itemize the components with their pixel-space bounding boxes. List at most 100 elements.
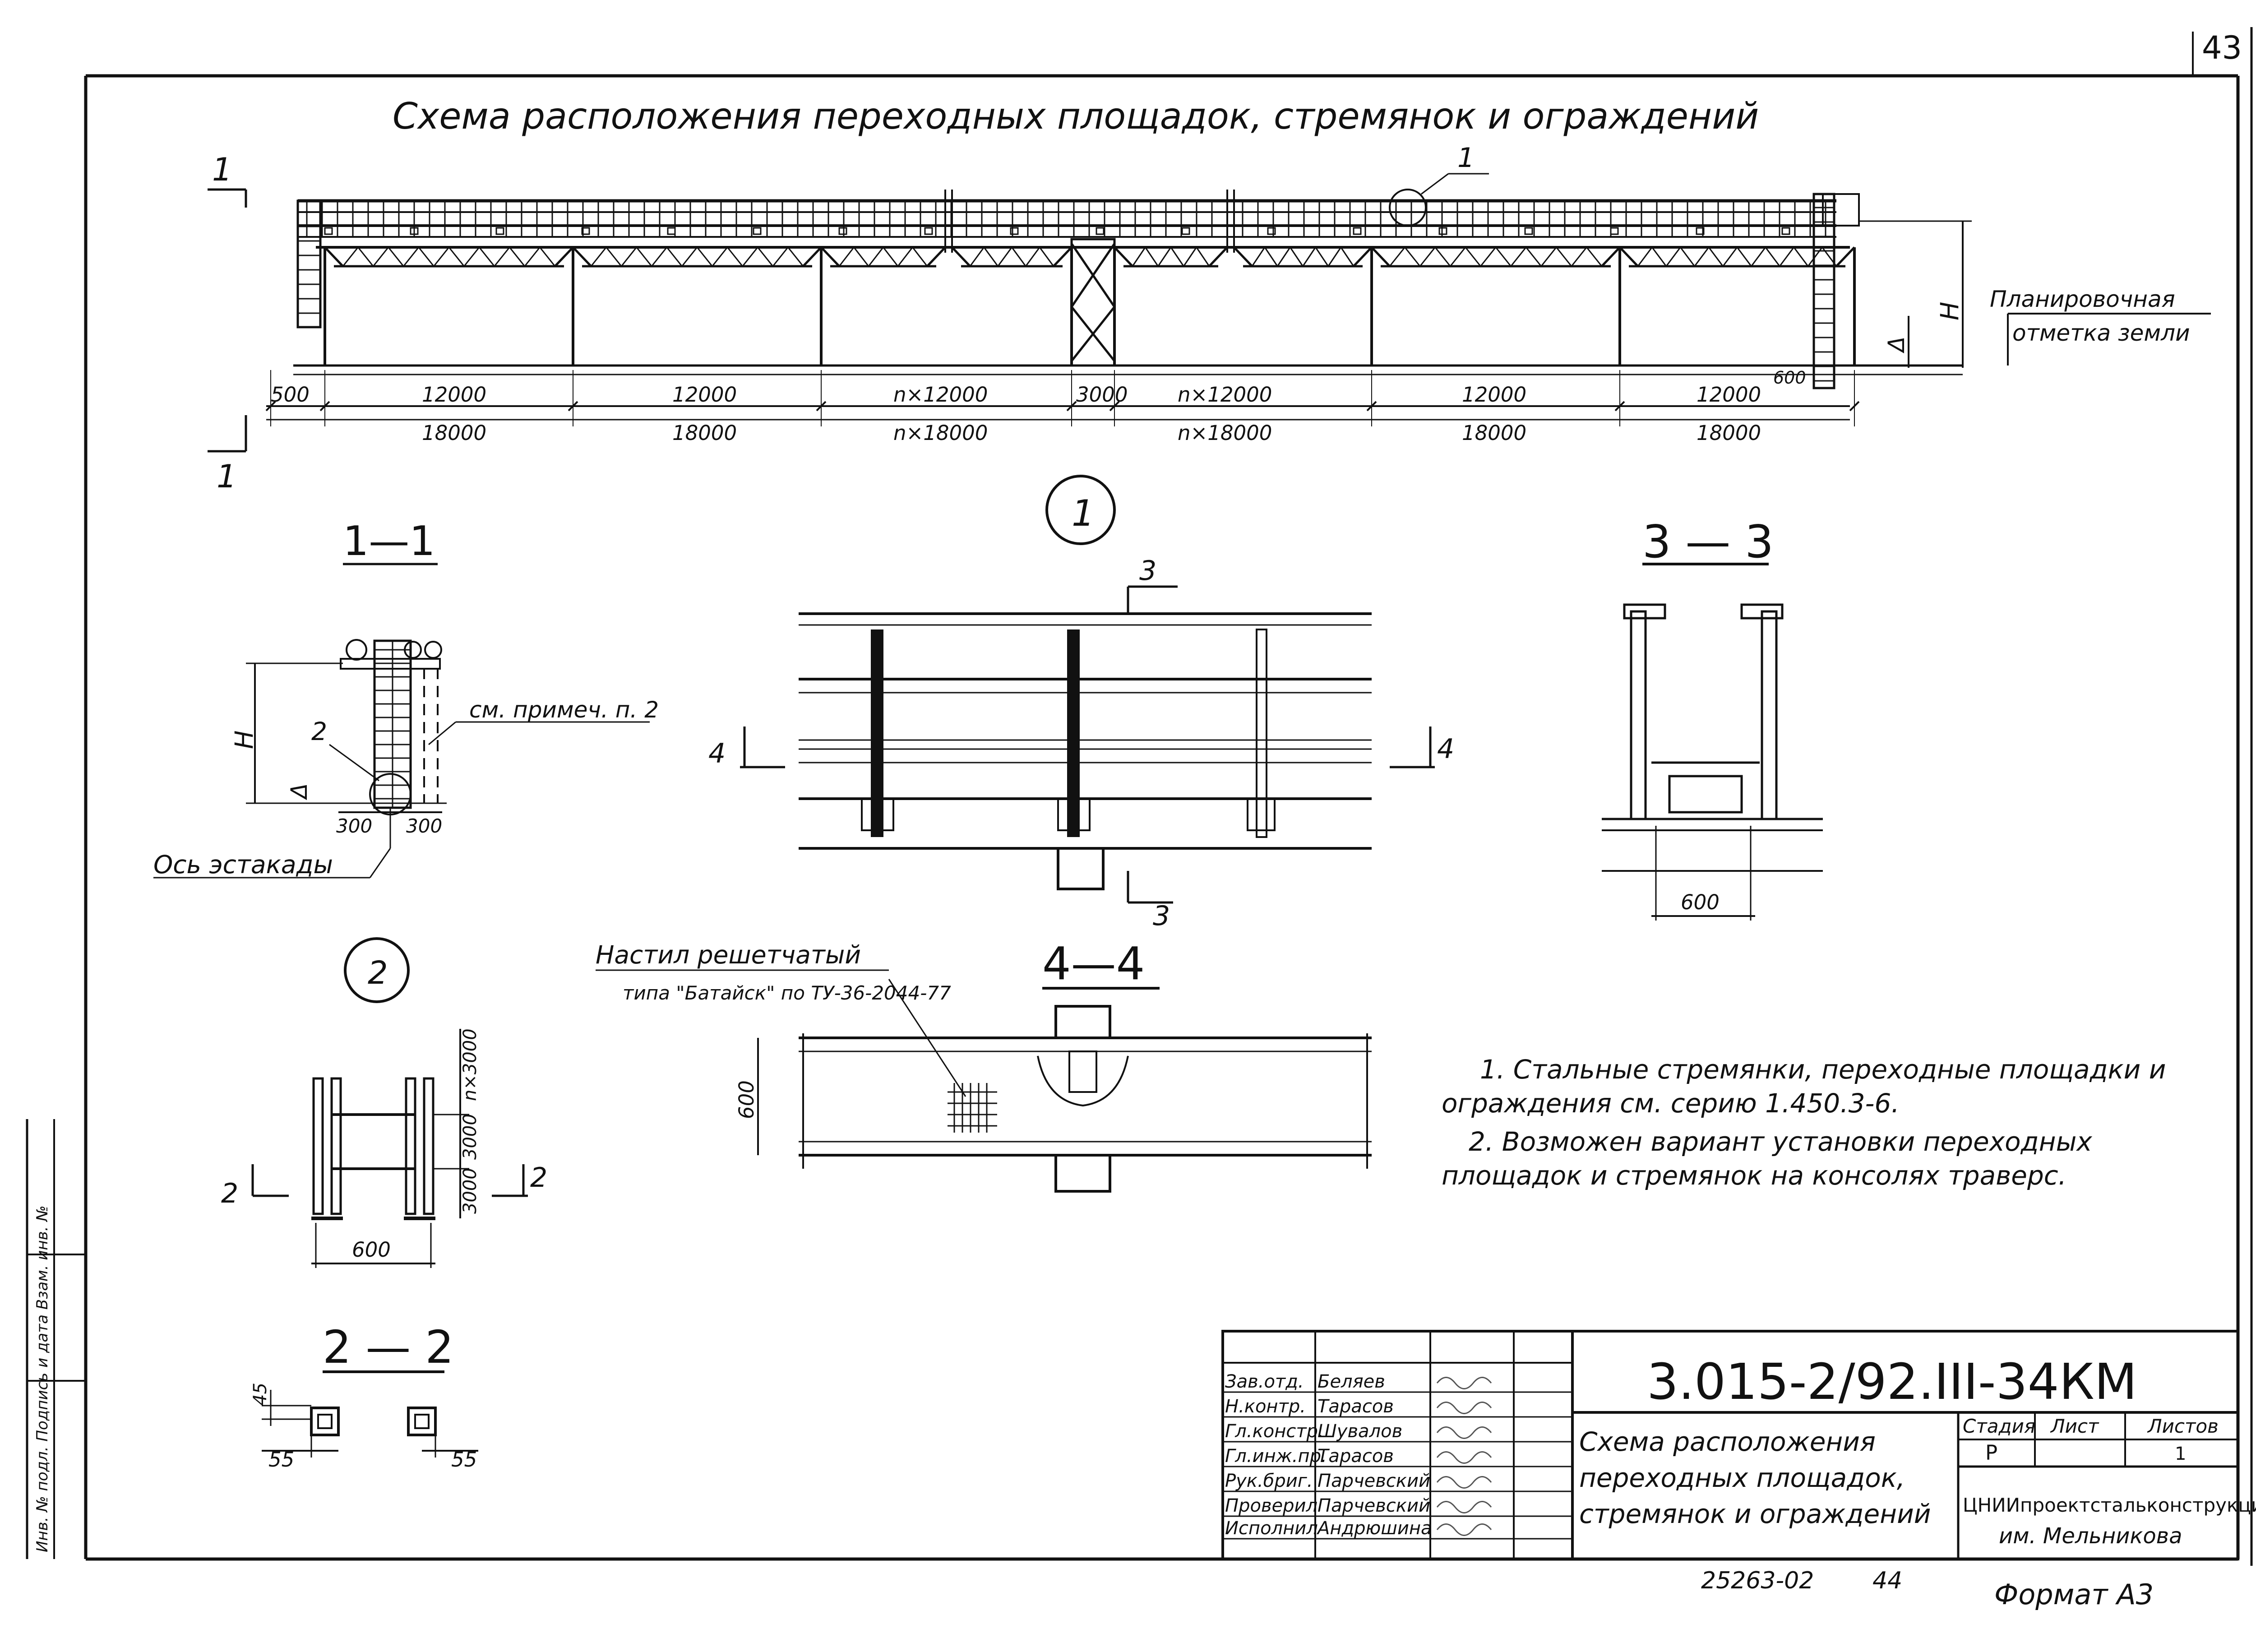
deck-bracket — [1096, 227, 1105, 235]
corner-number: 43 — [2202, 29, 2242, 66]
truss-web — [418, 247, 435, 267]
truss-web — [1327, 247, 1342, 267]
dim-bottom-label: 18000 — [422, 421, 486, 445]
truss-web — [1586, 247, 1603, 267]
detail-1-post-1 — [871, 629, 883, 837]
note-2-line-2: площадок и стремянок на консолях траверс… — [1442, 1160, 2066, 1191]
dim-600: 600 — [1773, 368, 1806, 388]
deck-bracket — [753, 227, 762, 235]
section-1-1-title: 1—1 — [343, 518, 435, 565]
truss-web — [1540, 247, 1557, 267]
truss-web — [969, 247, 985, 267]
truss-web — [1434, 247, 1451, 267]
truss-web — [620, 247, 637, 267]
section-1-marker-bottom: 1 — [217, 458, 237, 495]
truss-web — [1779, 247, 1794, 267]
truss-web — [1404, 247, 1421, 267]
role-label: Гл.инж.пр. — [1225, 1446, 1327, 1467]
detail-1-label: 1 — [1072, 492, 1095, 534]
format-label: Формат А3 — [1994, 1578, 2154, 1611]
truss-web — [1183, 247, 1197, 267]
detail-1: 1 3 3 4 4 — [708, 475, 1454, 932]
stage-value: Р — [1985, 1441, 1997, 1465]
sheets-header: Листов — [2147, 1415, 2219, 1437]
h-label: H — [1935, 302, 1964, 320]
deck-bracket — [1438, 227, 1447, 235]
role-name: Парчевский — [1318, 1471, 1430, 1491]
dim-top-label: 12000 — [672, 383, 737, 407]
detail-1-post-3 — [1256, 629, 1267, 838]
dim-300-left: 300 — [336, 815, 372, 837]
handrail-posts — [306, 201, 1826, 237]
section-4-4-dim: 600 — [735, 1080, 758, 1119]
truss-web — [478, 247, 495, 267]
truss-web — [1419, 247, 1436, 267]
truss-web — [1751, 247, 1766, 267]
signature — [1436, 1523, 1492, 1536]
truss-web — [757, 247, 774, 267]
section-4-4-title: 4—4 — [1042, 937, 1145, 990]
section-3-3: 3 — 3 600 — [1602, 515, 1823, 921]
ground-label-1: Планировочная — [1990, 286, 2175, 312]
truss-web — [1302, 247, 1316, 267]
dim-bottom-label: 18000 — [672, 421, 737, 445]
role-name: Беляев — [1318, 1371, 1385, 1392]
cut-4-right: 4 — [1437, 733, 1454, 765]
left-ladder — [296, 199, 322, 329]
section-2-2: 2 — 2 45 55 55 — [250, 1321, 478, 1472]
sheet-title-3: стремянок и ограждений — [1579, 1499, 1931, 1529]
cut-3-bottom: 3 — [1153, 900, 1170, 932]
deck-bracket — [667, 227, 676, 235]
truss-web — [1637, 247, 1653, 267]
role-name: Тарасов — [1318, 1446, 1394, 1467]
role-label: Н.контр. — [1225, 1396, 1306, 1417]
truss-end — [1619, 246, 1639, 267]
axis-label: Ось эстакады — [153, 850, 333, 879]
deck-bracket — [581, 227, 590, 235]
truss-web — [636, 247, 652, 267]
dim-top-label: n×12000 — [893, 383, 988, 407]
role-name: Шувалов — [1318, 1421, 1402, 1442]
node-2-dim-mid: 3000 — [460, 1114, 481, 1160]
deck-label-2: типа "Батайск" по ТУ-36-2044-77 — [623, 982, 951, 1004]
node-2: 2 n×3000 3000 3000 600 2 2 — [221, 937, 547, 1268]
truss-web — [463, 247, 480, 267]
signature — [1436, 1402, 1492, 1414]
truss-web — [1694, 247, 1710, 267]
inventory-number: 25263-02 — [1701, 1567, 1814, 1594]
elevation-view: 1 1 1 H Δ Планировочная отметка земли 50… — [208, 142, 2211, 495]
ground-label-2: отметка земли — [2012, 320, 2190, 346]
note-1-line-1: 1. Стальные стремянки, переходные площад… — [1480, 1054, 2166, 1085]
inventory-page: 44 — [1872, 1567, 1902, 1594]
deck-bracket — [495, 227, 504, 235]
truss-web — [1708, 247, 1724, 267]
truss-web — [1793, 247, 1809, 267]
sheet-header: Лист — [2050, 1415, 2099, 1437]
side-stamp-text: Инв. № подл. Подпись и дата Взам. инв. № — [33, 1205, 51, 1552]
section-3-3-title: 3 — 3 — [1642, 515, 1774, 568]
truss-web — [853, 247, 869, 267]
truss-web — [494, 247, 510, 267]
truss-web — [539, 247, 556, 267]
truss-web — [1450, 247, 1466, 267]
signature — [1436, 1501, 1492, 1513]
truss-web — [1145, 247, 1159, 267]
role-label: Проверил — [1225, 1495, 1318, 1516]
node-2-dim-width: 600 — [352, 1238, 391, 1262]
role-name: Парчевский — [1318, 1495, 1430, 1516]
truss-web — [712, 247, 728, 267]
section-1-marker-top: 1 — [212, 151, 232, 188]
truss-end — [1208, 246, 1228, 267]
deck-bracket — [1610, 227, 1619, 235]
dim-300-right: 300 — [406, 815, 442, 837]
title-block: 3.015-2/92.III-34КМ Схема расположения п… — [1221, 1330, 2256, 1611]
sheets-count: 1 — [2175, 1444, 2186, 1464]
sheet-title-1: Схема расположения — [1579, 1426, 1876, 1457]
truss-web — [1571, 247, 1587, 267]
truss-web — [372, 247, 389, 267]
org-subtitle: им. Мельникова — [1999, 1523, 2182, 1549]
truss-end — [951, 246, 971, 267]
dim-bottom-label: n×18000 — [1178, 421, 1272, 445]
sheet-title-2: переходных площадок, — [1579, 1462, 1905, 1493]
truss-web — [1465, 247, 1481, 267]
